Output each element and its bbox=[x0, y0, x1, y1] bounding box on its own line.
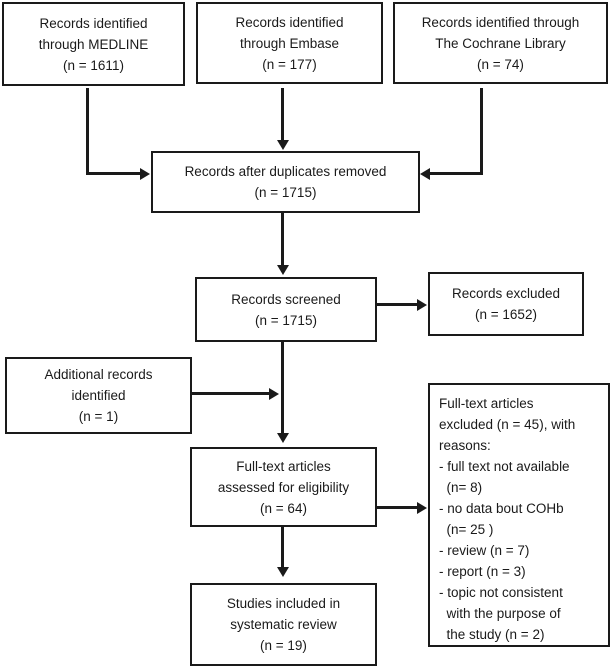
box-records-screened: Records screened (n = 1715) bbox=[195, 277, 377, 342]
box-duplicates-removed: Records after duplicates removed (n = 17… bbox=[151, 151, 420, 213]
box-fulltext-assessed: Full-text articles assessed for eligibil… bbox=[190, 447, 377, 527]
box-fulltext-excluded-reasons: Full-text articles excluded (n = 45), wi… bbox=[428, 383, 610, 647]
box-studies-included: Studies included in systematic review (n… bbox=[190, 583, 377, 666]
box-records-cochrane: Records identified through The Cochrane … bbox=[393, 2, 608, 84]
box-records-excluded: Records excluded (n = 1652) bbox=[428, 272, 584, 336]
box-additional-records: Additional records identified (n = 1) bbox=[5, 357, 192, 434]
box-records-embase: Records identified through Embase (n = 1… bbox=[196, 2, 383, 84]
box-records-medline: Records identified through MEDLINE (n = … bbox=[2, 2, 185, 86]
